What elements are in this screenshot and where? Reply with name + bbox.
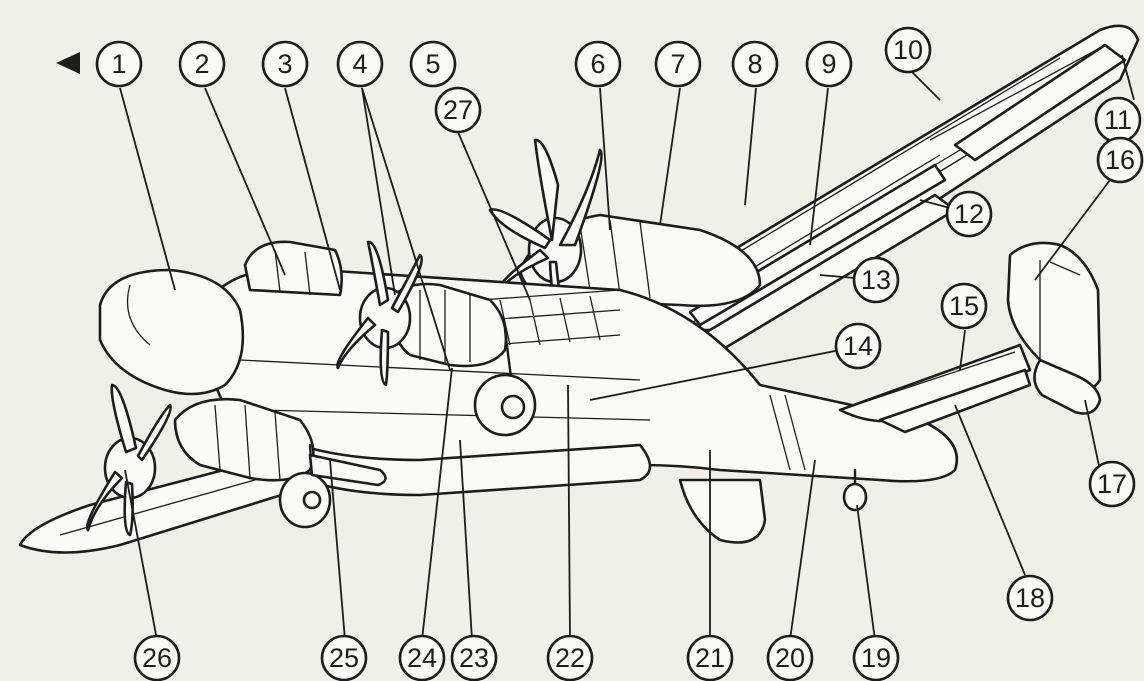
callout-badge-17: 17 [1088, 460, 1136, 508]
callout-badge-5: 5 [409, 40, 457, 88]
callout-circle [654, 40, 702, 88]
callout-circle [940, 282, 988, 330]
callout-badge-12: 12 [945, 190, 993, 238]
inner-propeller [336, 240, 423, 387]
callout-badge-19: 19 [852, 634, 900, 681]
callout-badge-6: 6 [574, 40, 622, 88]
callout-circle [945, 190, 993, 238]
callout-circle [686, 634, 734, 681]
callout-badge-8: 8 [731, 40, 779, 88]
callout-circle [409, 40, 457, 88]
callout-circle [1088, 460, 1136, 508]
nose-radome [98, 268, 245, 396]
callout-label: 1 [111, 49, 126, 79]
callout-circle [320, 634, 368, 681]
direction-arrow-icon [56, 52, 80, 74]
callout-badge-10: 10 [884, 26, 932, 74]
callout-badge-14: 14 [834, 322, 882, 370]
callout-badge-3: 3 [261, 40, 309, 88]
callout-circle [731, 40, 779, 88]
callout-badge-4: 4 [336, 40, 384, 88]
callout-circle [766, 634, 814, 681]
callout-label: 23 [459, 643, 489, 673]
callout-badge-11: 11 [1094, 96, 1142, 144]
callout-label: 10 [893, 35, 923, 65]
tail-wheel [842, 468, 868, 512]
callout-badge-27: 27 [434, 86, 482, 134]
callout-label: 19 [861, 643, 891, 673]
ventral-pod [308, 453, 387, 487]
callout-label: 11 [1104, 105, 1132, 135]
callout-badge-18: 18 [1006, 574, 1054, 622]
canopy [243, 240, 343, 297]
callout-circle [805, 40, 853, 88]
callout-badge-13: 13 [852, 256, 900, 304]
callout-circle [434, 86, 482, 134]
callout-badge-16: 16 [1096, 136, 1144, 184]
callout-circle [95, 40, 143, 88]
callout-label: 3 [277, 49, 292, 79]
callout-circle [884, 26, 932, 74]
callout-badge-7: 7 [654, 40, 702, 88]
callout-badge-15: 15 [940, 282, 988, 330]
rudder [1033, 358, 1102, 415]
callout-circle [450, 634, 498, 681]
far-aileron [953, 43, 1127, 162]
callout-label: 16 [1105, 145, 1135, 175]
callout-label: 18 [1015, 583, 1045, 613]
callout-label: 26 [142, 643, 172, 673]
callout-badge-9: 9 [805, 40, 853, 88]
callout-circle [1006, 574, 1054, 622]
callout-label: 9 [821, 49, 836, 79]
callout-label: 24 [407, 643, 437, 673]
callout-circle [398, 634, 446, 681]
callout-label: 14 [843, 331, 873, 361]
callout-label: 13 [861, 265, 891, 295]
callout-circle [834, 322, 882, 370]
callout-label: 8 [747, 49, 762, 79]
callout-badge-23: 23 [450, 634, 498, 681]
callout-label: 12 [954, 199, 984, 229]
callout-badge-24: 24 [398, 634, 446, 681]
callout-label: 7 [670, 49, 685, 79]
callout-label: 22 [555, 643, 585, 673]
callout-label: 27 [443, 95, 473, 125]
callout-circle [178, 40, 226, 88]
callout-badge-1: 1 [95, 40, 143, 88]
callout-circle [336, 40, 384, 88]
callout-badge-21: 21 [686, 634, 734, 681]
callout-circle [852, 634, 900, 681]
callout-badge-25: 25 [320, 634, 368, 681]
callout-label: 2 [194, 49, 209, 79]
callout-badge-2: 2 [178, 40, 226, 88]
fin-upper [1006, 241, 1102, 393]
main-landing-gear [473, 328, 537, 437]
callout-circle [546, 634, 594, 681]
callout-label: 15 [949, 291, 979, 321]
callout-badge-22: 22 [546, 634, 594, 681]
ventral-fin [678, 478, 767, 544]
far-propeller [488, 138, 603, 312]
callout-label: 25 [329, 643, 359, 673]
callout-circle [1096, 136, 1144, 184]
callout-label: 17 [1097, 469, 1127, 499]
callout-badge-20: 20 [766, 634, 814, 681]
aircraft-illustration [18, 24, 1140, 554]
callout-circle [574, 40, 622, 88]
callout-circle [261, 40, 309, 88]
callout-circle [133, 634, 181, 681]
callout-label: 20 [775, 643, 805, 673]
callout-label: 21 [695, 643, 725, 673]
callout-label: 4 [352, 49, 367, 79]
callout-label: 5 [425, 49, 440, 79]
elevator [878, 368, 1032, 434]
callout-badge-26: 26 [133, 634, 181, 681]
nose-landing-gear [278, 443, 332, 529]
callout-label: 6 [590, 49, 605, 79]
callout-circle [852, 256, 900, 304]
